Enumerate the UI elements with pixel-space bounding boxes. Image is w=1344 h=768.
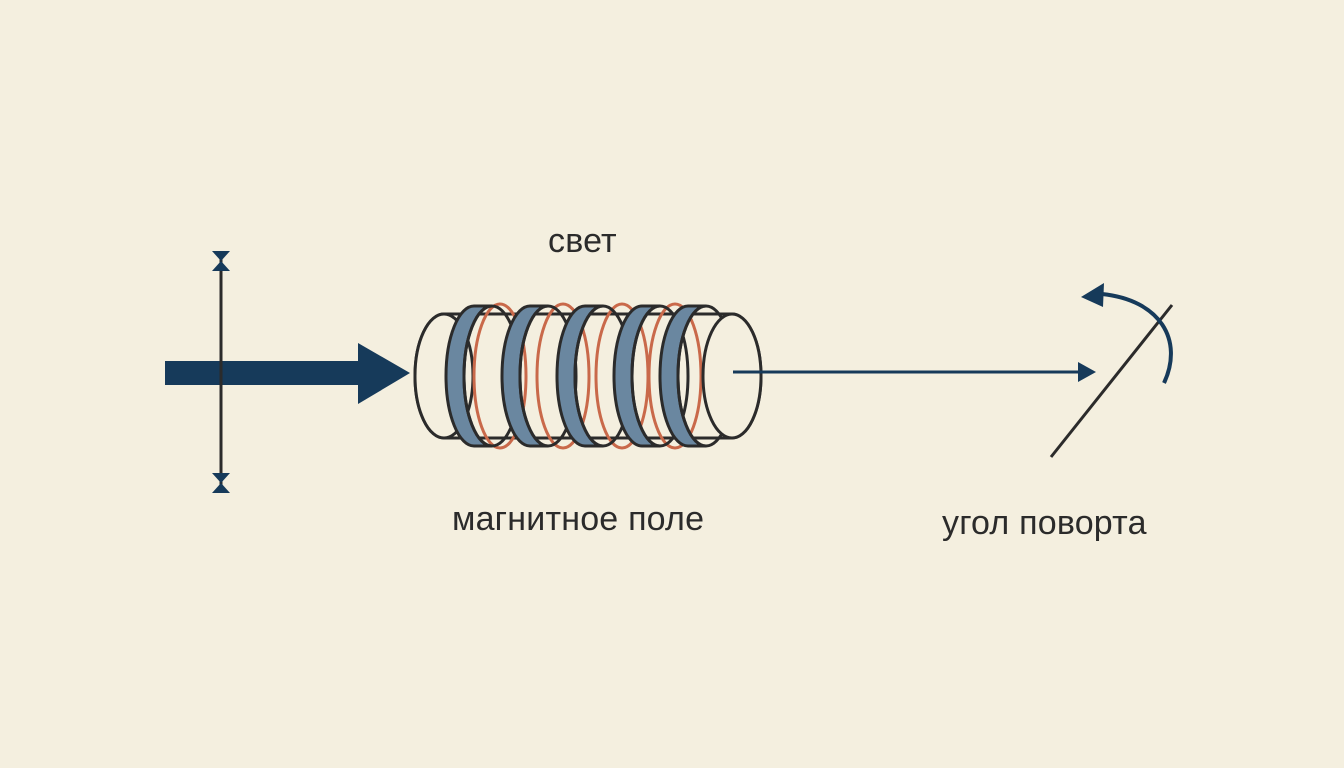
polarizer-icon bbox=[212, 251, 230, 493]
copper-coil-icon bbox=[472, 302, 703, 450]
rotation-angle-label: угол поворта bbox=[942, 504, 1147, 542]
light-label: свет bbox=[548, 222, 617, 260]
solenoid-cylinder bbox=[413, 302, 763, 450]
rotation-arrow-icon bbox=[1081, 283, 1173, 384]
magnetic-field-label: магнитное поле bbox=[452, 500, 705, 538]
coil-rings-icon bbox=[444, 304, 736, 448]
output-beam-arrow-icon bbox=[733, 362, 1096, 382]
analyzer-icon bbox=[1049, 304, 1174, 458]
input-beam-arrow-icon bbox=[165, 343, 410, 404]
